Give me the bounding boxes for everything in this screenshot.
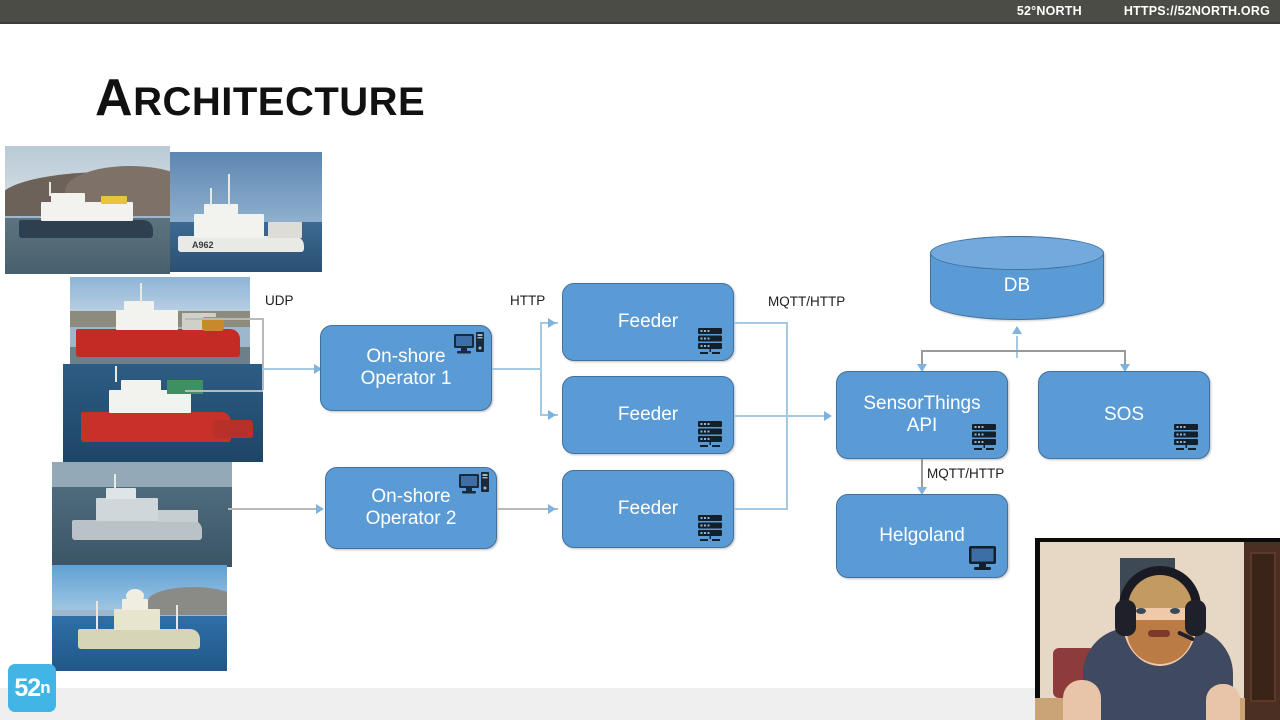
- server-rack-icon: [696, 419, 726, 449]
- server-rack-icon: [696, 513, 726, 543]
- topbar-brand: 52°NORTH: [1016, 4, 1082, 18]
- node-operator2-line1: On-shore: [371, 485, 451, 507]
- page-title-rest: RCHITECTURE: [133, 80, 426, 124]
- node-feeder1-label: Feeder: [617, 310, 679, 332]
- headphones-icon: [1119, 566, 1201, 616]
- arrow-to-feeder2: [548, 410, 556, 420]
- presenter-webcam[interactable]: [1035, 538, 1280, 720]
- edge-ships-to-operator1-main: [262, 368, 316, 370]
- edge-db-up-stem: [1016, 336, 1018, 358]
- page-title-initial: A: [95, 69, 134, 127]
- photo-ship-4: [63, 364, 263, 462]
- webcam-shelf: [1250, 552, 1276, 702]
- topbar-url[interactable]: HTTPS://52NORTH.ORG: [1123, 4, 1270, 18]
- headphone-cup-left: [1115, 600, 1136, 636]
- node-sos-label: SOS: [1103, 403, 1145, 425]
- top-bar: 52°NORTH HTTPS://52NORTH.ORG: [0, 0, 1280, 22]
- edge-feeder1-out: [734, 322, 786, 324]
- photo-ship-2: A962: [170, 152, 322, 272]
- node-sensorthings-api[interactable]: SensorThings API: [836, 371, 1008, 459]
- logo-52north-number: 52: [14, 673, 41, 702]
- arrow-db-to-sos: [1120, 364, 1130, 372]
- photo-ship-6: [52, 565, 227, 671]
- server-rack-icon: [1172, 422, 1202, 452]
- edge-sensorthings-to-helgoland: [921, 459, 923, 493]
- arrow-ships-to-operator2: [316, 504, 324, 514]
- node-feeder3[interactable]: Feeder: [562, 470, 734, 548]
- photo-ship-5: [52, 462, 232, 567]
- edge-operator1-branch-vertical: [540, 322, 542, 414]
- db-cylinder-top: [930, 236, 1104, 271]
- node-operator1-line2: Operator 1: [360, 368, 452, 389]
- top-bar-divider: [0, 22, 1280, 24]
- edge-label-udp: UDP: [263, 293, 296, 308]
- page-title: ARCHITECTURE: [95, 72, 425, 124]
- edge-label-mqtt-http-feeders: MQTT/HTTP: [766, 294, 848, 309]
- node-helgoland[interactable]: Helgoland: [836, 494, 1008, 578]
- server-rack-icon: [696, 326, 726, 356]
- edge-operator2-to-feeder3: [497, 508, 558, 510]
- arrow-to-sensorthings: [824, 411, 832, 421]
- logo-52north-suffix: n: [40, 678, 50, 697]
- node-operator1-line1: On-shore: [366, 345, 446, 367]
- webcam-person-mouth: [1148, 630, 1170, 637]
- arrow-db-to-sensorthings: [917, 364, 927, 372]
- node-feeder2-label: Feeder: [617, 403, 679, 425]
- arrow-ships-to-operator1: [314, 364, 322, 374]
- node-sensorthings-line2: API: [906, 415, 938, 436]
- webcam-person-arm-left: [1063, 680, 1101, 720]
- node-operator2-line2: Operator 2: [365, 508, 457, 529]
- edge-ships-to-operator2: [228, 508, 318, 510]
- node-feeder3-label: Feeder: [617, 497, 679, 519]
- edge-feeder3-out: [734, 508, 786, 510]
- photo-ship-3: [70, 277, 250, 372]
- edge-label-mqtt-http-helgoland: MQTT/HTTP: [925, 466, 1007, 481]
- edge-db-to-sensorthings-vertical: [921, 350, 923, 366]
- node-feeder1[interactable]: Feeder: [562, 283, 734, 361]
- edge-operator1-out: [492, 368, 540, 370]
- edge-db-split-horizontal: [921, 350, 1125, 352]
- edge-label-http: HTTP: [508, 293, 548, 308]
- monitor-icon: [968, 545, 998, 571]
- edge-feeders-to-sensorthings: [734, 415, 828, 417]
- node-operator2[interactable]: On-shore Operator 2: [325, 467, 497, 549]
- node-operator1[interactable]: On-shore Operator 1: [320, 325, 492, 411]
- desktop-computer-icon: [458, 472, 490, 498]
- node-sos[interactable]: SOS: [1038, 371, 1210, 459]
- edge-ships-to-operator1-vertical: [262, 318, 264, 390]
- server-rack-icon: [970, 422, 1000, 452]
- edge-ships-to-operator1-top: [185, 318, 263, 320]
- node-sensorthings-line1: SensorThings: [863, 392, 981, 414]
- desktop-computer-icon: [453, 332, 485, 358]
- footer-white-band: [0, 674, 1280, 688]
- headphone-cup-right: [1185, 600, 1206, 636]
- node-helgoland-label: Helgoland: [879, 524, 965, 546]
- node-db-label: DB: [1003, 275, 1031, 296]
- edge-ships-to-operator1-bottom: [185, 390, 263, 392]
- arrow-to-db: [1012, 326, 1022, 334]
- arrow-to-helgoland: [917, 487, 927, 495]
- arrow-to-feeder1: [548, 318, 556, 328]
- edge-db-to-sos-vertical: [1124, 350, 1126, 366]
- photo-ship-1: [5, 146, 170, 274]
- webcam-person-arm-right: [1206, 684, 1240, 720]
- arrow-to-feeder3: [548, 504, 556, 514]
- node-feeder2[interactable]: Feeder: [562, 376, 734, 454]
- node-db[interactable]: DB: [930, 236, 1104, 320]
